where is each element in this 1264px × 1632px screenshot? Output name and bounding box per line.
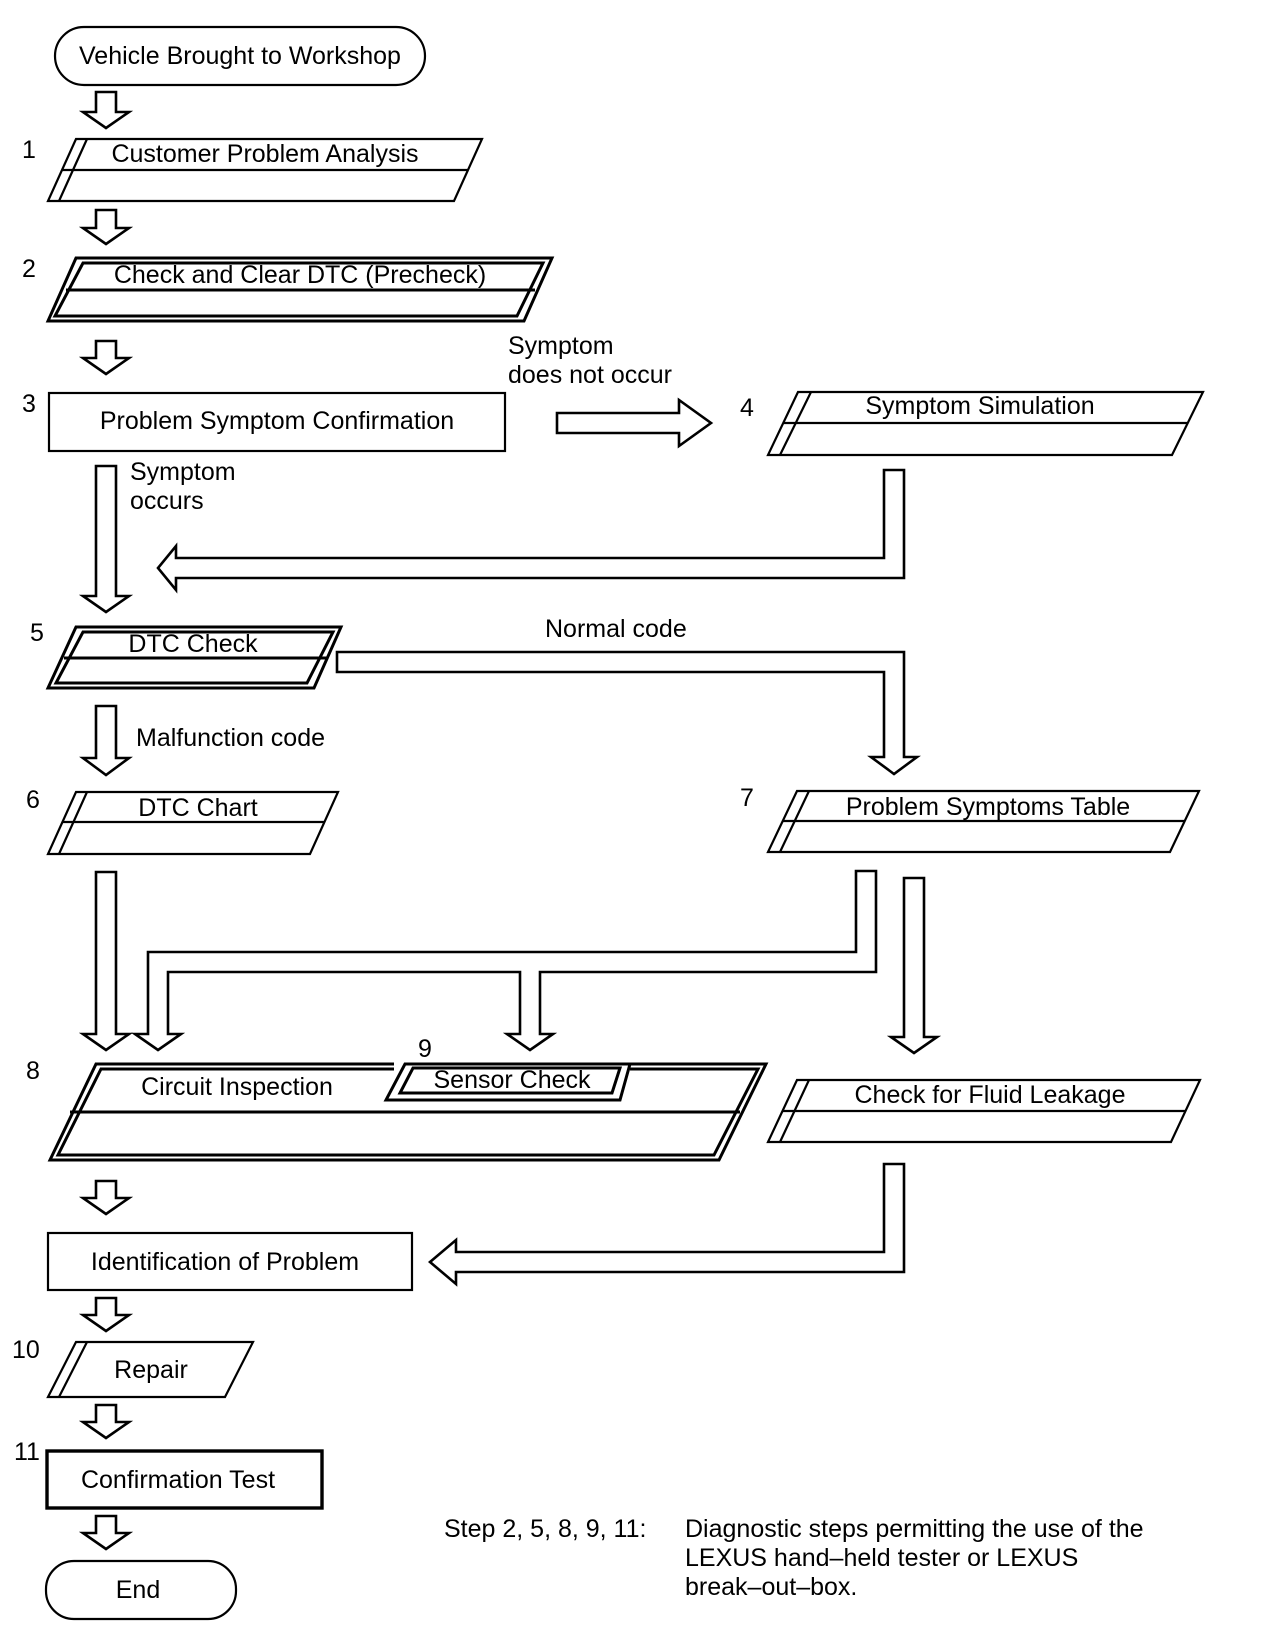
step-2-label: Check and Clear DTC (Precheck) (114, 261, 486, 289)
step-9-number: 9 (418, 1035, 432, 1063)
step-1-label: Customer Problem Analysis (111, 140, 418, 168)
step-2-number: 2 (22, 255, 36, 283)
step-9-label: Sensor Check (433, 1066, 591, 1094)
step-4-number: 4 (740, 394, 754, 422)
branch-normal-code: Normal code (545, 615, 687, 643)
branch-malfunction-code: Malfunction code (136, 724, 325, 752)
step-1-box (46, 137, 484, 203)
end-terminator (44, 1559, 238, 1621)
branch-occurs-line1: Symptom (130, 458, 236, 486)
step-10-box (46, 1340, 255, 1399)
step-5-number: 5 (30, 619, 44, 647)
step-8-number: 8 (26, 1057, 40, 1085)
identification-box (46, 1231, 414, 1292)
note-prefix: Step 2, 5, 8, 9, 11: (444, 1515, 646, 1543)
step-6-number: 6 (26, 786, 40, 814)
start-terminator (53, 25, 427, 87)
arrow-right-to-step-4 (555, 397, 714, 449)
step-11-number: 11 (14, 1438, 40, 1466)
step-9-box (383, 1062, 632, 1102)
step-6-box (46, 790, 340, 856)
arrow-from-fluid-leakage (427, 1162, 906, 1287)
step-10-number: 10 (12, 1336, 40, 1364)
step-3-box (47, 391, 507, 453)
step-11-label: Confirmation Test (81, 1466, 275, 1494)
step-2-box (45, 256, 555, 323)
start-label: Vehicle Brought to Workshop (79, 42, 401, 70)
step-3-number: 3 (22, 390, 36, 418)
arrow-normal-code (335, 650, 921, 776)
step-6-label: DTC Chart (138, 794, 258, 822)
arrows-down (78, 90, 942, 1551)
step-4-box (766, 390, 1205, 457)
step-8-label: Circuit Inspection (141, 1073, 333, 1101)
branch-not-occur-line1: Symptom (508, 332, 614, 360)
arrow-from-step-4 (156, 468, 906, 594)
identification-label: Identification of Problem (91, 1248, 359, 1276)
step-7-box (766, 789, 1201, 854)
step-7-number: 7 (740, 784, 754, 812)
fluid-leakage-box (766, 1078, 1202, 1144)
step-3-label: Problem Symptom Confirmation (100, 407, 454, 435)
step-5-label: DTC Check (128, 630, 258, 658)
fluid-leakage-label: Check for Fluid Leakage (855, 1081, 1126, 1109)
end-label: End (116, 1576, 160, 1604)
note-line-3: break–out–box. (685, 1573, 857, 1601)
branch-occurs-line2: occurs (130, 487, 204, 515)
step-10-label: Repair (114, 1356, 188, 1384)
note-line-2: LEXUS hand–held tester or LEXUS (685, 1544, 1078, 1572)
step-8-box (47, 1062, 769, 1162)
note-line-1: Diagnostic steps permitting the use of t… (685, 1515, 1144, 1543)
step-1-number: 1 (22, 136, 36, 164)
step-4-label: Symptom Simulation (865, 392, 1094, 420)
step-5-box (45, 625, 344, 690)
arrow-to-circuit-and-sensor (130, 869, 878, 1052)
branch-not-occur-line2: does not occur (508, 361, 672, 389)
step-11-box (45, 1449, 324, 1510)
step-7-label: Problem Symptoms Table (846, 793, 1130, 821)
